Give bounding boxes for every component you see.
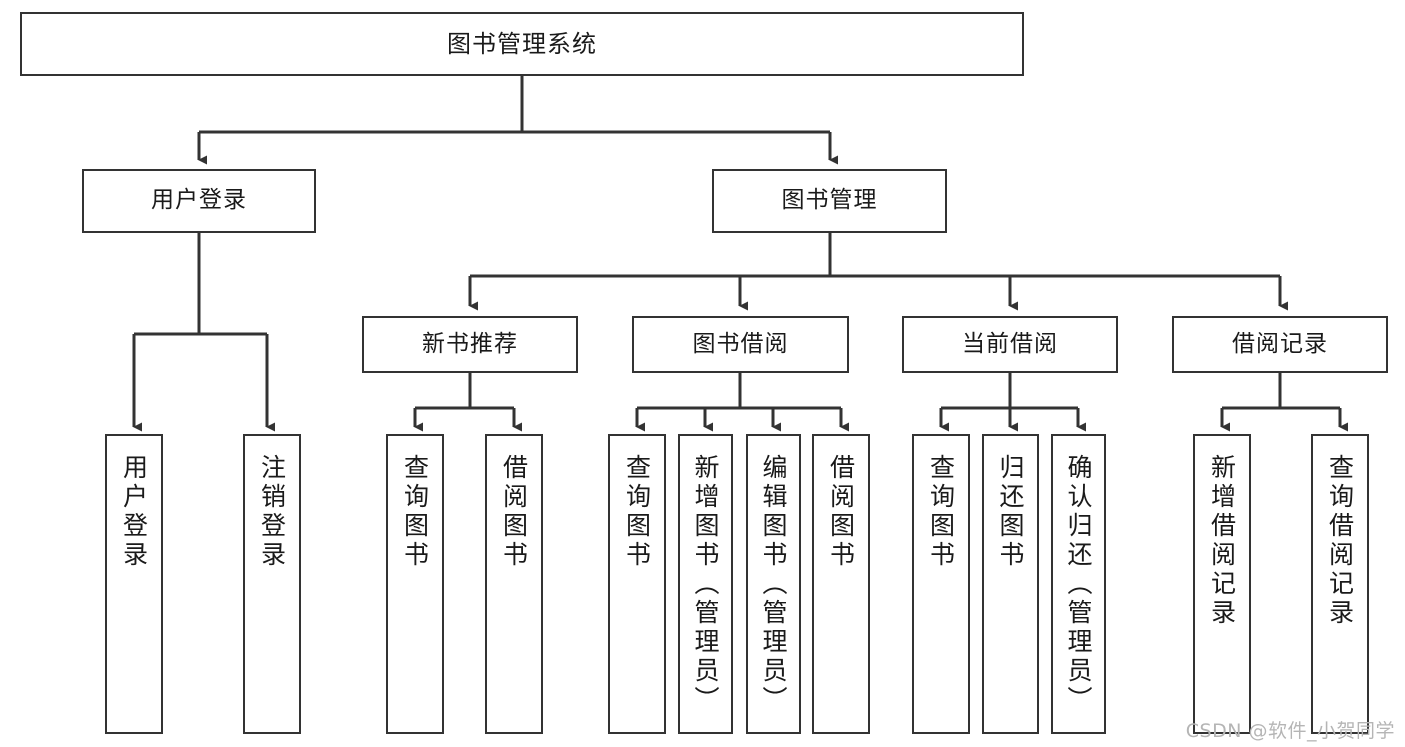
node-label: 查询借阅记录 [1325, 454, 1355, 628]
leaf-borrow-add-book-admin[interactable]: 新增图书（管理员） [678, 434, 733, 734]
leaf-current-return-book[interactable]: 归还图书 [982, 434, 1039, 734]
node-label: 查询图书 [926, 454, 956, 570]
node-label: 用户登录 [151, 187, 247, 214]
leaf-record-add-record[interactable]: 新增借阅记录 [1193, 434, 1251, 734]
node-label: 借阅图书 [499, 454, 529, 570]
leaf-current-confirm-return-admin[interactable]: 确认归还（管理员） [1051, 434, 1106, 734]
leaf-borrow-query-book[interactable]: 查询图书 [608, 434, 666, 734]
node-label: 图书管理 [781, 187, 878, 214]
node-label: 借阅记录 [1232, 330, 1328, 357]
node-label: 查询图书 [400, 454, 430, 570]
node-label: 编辑图书（管理员） [759, 454, 788, 715]
leaf-user-login-logout[interactable]: 注销登录 [243, 434, 301, 734]
node-label: 图书借阅 [692, 330, 789, 357]
node-label: 查询图书 [622, 454, 652, 570]
node-root-book-management-system[interactable]: 图书管理系统 [20, 12, 1024, 76]
node-label: 图书管理系统 [447, 29, 597, 58]
node-label: 当前借阅 [962, 330, 1058, 357]
node-label: 新增图书（管理员） [691, 454, 720, 715]
leaf-borrow-borrow-book[interactable]: 借阅图书 [812, 434, 870, 734]
node-label: 新书推荐 [422, 330, 518, 357]
leaf-recommend-borrow-book[interactable]: 借阅图书 [485, 434, 543, 734]
node-label: 借阅图书 [826, 454, 856, 570]
leaf-record-query-record[interactable]: 查询借阅记录 [1311, 434, 1369, 734]
leaf-user-login-login[interactable]: 用户登录 [105, 434, 163, 734]
node-label: 用户登录 [119, 454, 149, 570]
node-label: 注销登录 [257, 454, 287, 570]
node-user-login[interactable]: 用户登录 [82, 169, 316, 233]
node-book-management[interactable]: 图书管理 [712, 169, 947, 233]
leaf-recommend-query-book[interactable]: 查询图书 [386, 434, 444, 734]
node-new-book-recommend[interactable]: 新书推荐 [362, 316, 578, 373]
leaf-current-query-book[interactable]: 查询图书 [912, 434, 970, 734]
node-label: 归还图书 [996, 454, 1025, 570]
node-book-borrow[interactable]: 图书借阅 [632, 316, 849, 373]
leaf-borrow-edit-book-admin[interactable]: 编辑图书（管理员） [746, 434, 801, 734]
node-label: 新增借阅记录 [1207, 454, 1237, 628]
node-current-borrow[interactable]: 当前借阅 [902, 316, 1118, 373]
node-label: 确认归还（管理员） [1064, 454, 1093, 715]
node-borrow-record[interactable]: 借阅记录 [1172, 316, 1388, 373]
